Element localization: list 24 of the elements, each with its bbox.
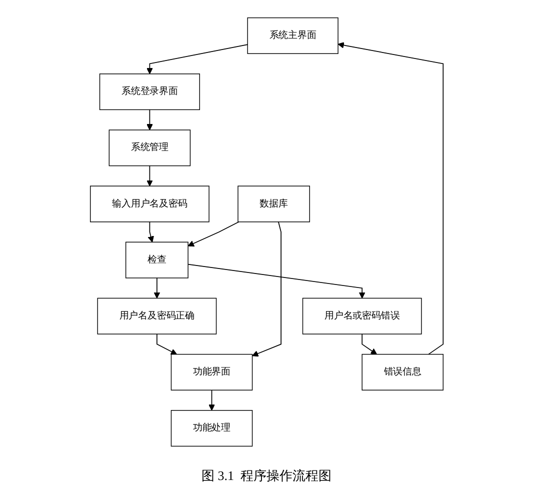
node-box: 系统主界面 (246, 16, 338, 54)
node-box: 错误信息 (361, 353, 444, 390)
node-box: 功能处理 (170, 410, 252, 446)
arrow (361, 333, 377, 354)
arrow (154, 277, 160, 298)
arrow (188, 220, 239, 246)
node-box: 用户名及密码正确 (96, 297, 216, 334)
arrow (252, 220, 282, 356)
arrow (146, 44, 248, 74)
arrow (187, 263, 366, 298)
node-box: 系统管理 (108, 129, 190, 166)
node-box: 检查 (125, 241, 188, 278)
arrow (146, 108, 153, 130)
caption: 图 3.1 程序操作流程图 (202, 467, 332, 485)
arrow (156, 333, 177, 354)
arrow (146, 164, 153, 186)
arrow (148, 220, 154, 242)
node-box: 功能界面 (170, 353, 252, 390)
node-box: 输入用户名及密码 (90, 185, 210, 222)
node-box: 系统登录界面 (99, 73, 200, 110)
node-box: 数据库 (237, 185, 310, 222)
node-box: 用户名或密码错误 (302, 297, 422, 334)
arrow (338, 42, 444, 354)
arrow (208, 389, 215, 410)
